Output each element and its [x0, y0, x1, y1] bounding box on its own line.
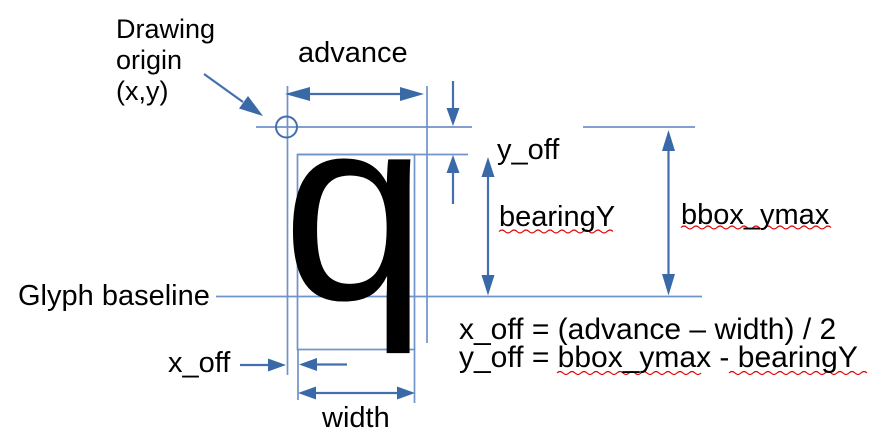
yoff-arrow-bottom-head: [446, 155, 460, 173]
drawing-origin-label-line2: origin: [116, 45, 183, 75]
origin-marker-circle: [275, 115, 298, 139]
bearingy-label: bearingY: [499, 201, 616, 233]
xoff-formula: x_off = (advance – width) / 2: [459, 313, 837, 346]
drawing-origin-label-line1: Drawing: [116, 14, 216, 44]
advance-label: advance: [298, 37, 408, 69]
drawing-origin-label: Drawing origin (x,y): [116, 14, 215, 107]
bearingy-arrow-top-head: [481, 157, 495, 177]
bboxymax-label: bbox_ymax: [681, 199, 830, 231]
xoff-arrow-right-head: [299, 358, 317, 371]
xoff-arrow-left-head: [268, 358, 286, 372]
glyph-bbox-rect: [296, 153, 416, 351]
squiggle-bearingy-label: [498, 229, 614, 234]
width-arrow-left-head: [298, 386, 316, 400]
drawing-origin-label-line3: (x,y): [116, 76, 169, 106]
origin-pointer-head: [239, 96, 263, 116]
yoff-formula: y_off = bbox_ymax - bearingY: [459, 341, 858, 374]
bboxymax-arrow-top-head: [662, 130, 675, 151]
width-label: width: [322, 402, 390, 434]
yoff-label: y_off: [497, 134, 560, 166]
bearingy-arrow-bottom-head: [481, 275, 495, 296]
bboxymax-arrow-bottom-head: [662, 274, 675, 296]
squiggle-formula-bboxymax: [556, 370, 702, 376]
yoff-arrow-top-head: [446, 108, 460, 126]
xoff-label: x_off: [168, 347, 231, 379]
advance-arrow-right-head: [400, 87, 424, 101]
width-arrow-right-head: [397, 386, 415, 400]
squiggle-formula-bearingy: [728, 370, 868, 376]
origin-pointer-line: [203, 73, 244, 103]
advance-arrow-left-head: [285, 87, 310, 101]
glyph-baseline-label: Glyph baseline: [18, 280, 210, 312]
glyph-q: q: [282, 64, 428, 355]
squiggle-bboxymax-label: [680, 225, 832, 230]
